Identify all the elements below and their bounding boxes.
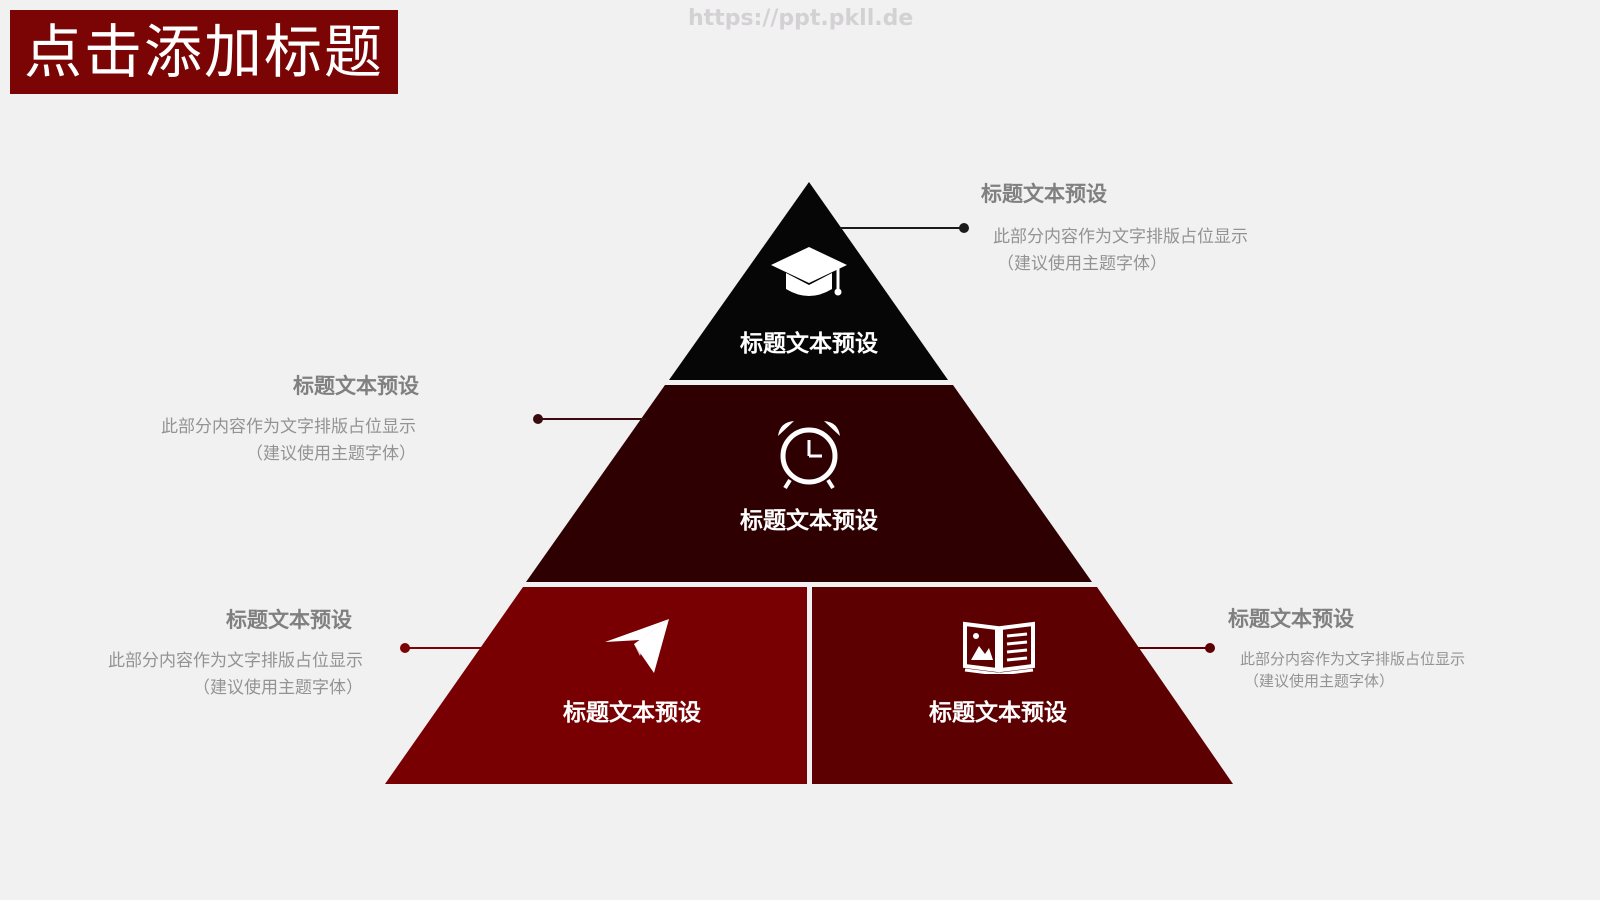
callout-body-top-right[interactable]: 此部分内容作为文字排版占位显示 （建议使用主题字体） (993, 224, 1248, 278)
connector-dot-bottom-right (1205, 643, 1215, 653)
connector-dot-bottom-left (400, 643, 410, 653)
pyramid-tier-bottom-right[interactable] (812, 587, 1233, 784)
callout-line1: 此部分内容作为文字排版占位显示 (1240, 650, 1466, 668)
tier-label-middle[interactable]: 标题文本预设 (740, 508, 878, 534)
callout-line2: （建议使用主题字体） (997, 254, 1167, 274)
tier-label-bottom-right[interactable]: 标题文本预设 (929, 700, 1067, 726)
connector-dot-middle-left (533, 414, 543, 424)
alarm-clock-icon (778, 421, 840, 490)
callout-line1: 此部分内容作为文字排版占位显示 (993, 227, 1248, 247)
tier-label-bottom-left[interactable]: 标题文本预设 (563, 700, 701, 726)
paper-plane-icon (605, 619, 669, 673)
callout-body-middle-left[interactable]: 此部分内容作为文字排版占位显示 （建议使用主题字体） (148, 414, 416, 468)
watermark-url: https://ppt.pkll.de (688, 6, 914, 31)
callout-line1: 此部分内容作为文字排版占位显示 (161, 417, 416, 437)
slide-title[interactable]: 点击添加标题 (10, 10, 398, 94)
callout-title-bottom-right[interactable]: 标题文本预设 (1228, 607, 1354, 631)
graduation-cap-icon (771, 247, 847, 296)
callout-title-top-right[interactable]: 标题文本预设 (981, 182, 1107, 206)
callout-line1: 此部分内容作为文字排版占位显示 (108, 651, 363, 671)
tier-label-top[interactable]: 标题文本预设 (740, 331, 878, 357)
callout-line2: （建议使用主题字体） (1244, 672, 1395, 690)
callout-title-bottom-left[interactable]: 标题文本预设 (226, 608, 352, 632)
callout-line2: （建议使用主题字体） (246, 444, 416, 464)
pyramid-tier-bottom-left[interactable] (385, 587, 807, 784)
open-book-icon (963, 621, 1035, 674)
callout-body-bottom-right[interactable]: 此部分内容作为文字排版占位显示 （建议使用主题字体） (1240, 648, 1465, 692)
callout-title-middle-left[interactable]: 标题文本预设 (293, 374, 419, 398)
connector-dot-top-right (959, 223, 969, 233)
callout-body-bottom-left[interactable]: 此部分内容作为文字排版占位显示 （建议使用主题字体） (95, 648, 363, 702)
callout-line2: （建议使用主题字体） (193, 678, 363, 698)
